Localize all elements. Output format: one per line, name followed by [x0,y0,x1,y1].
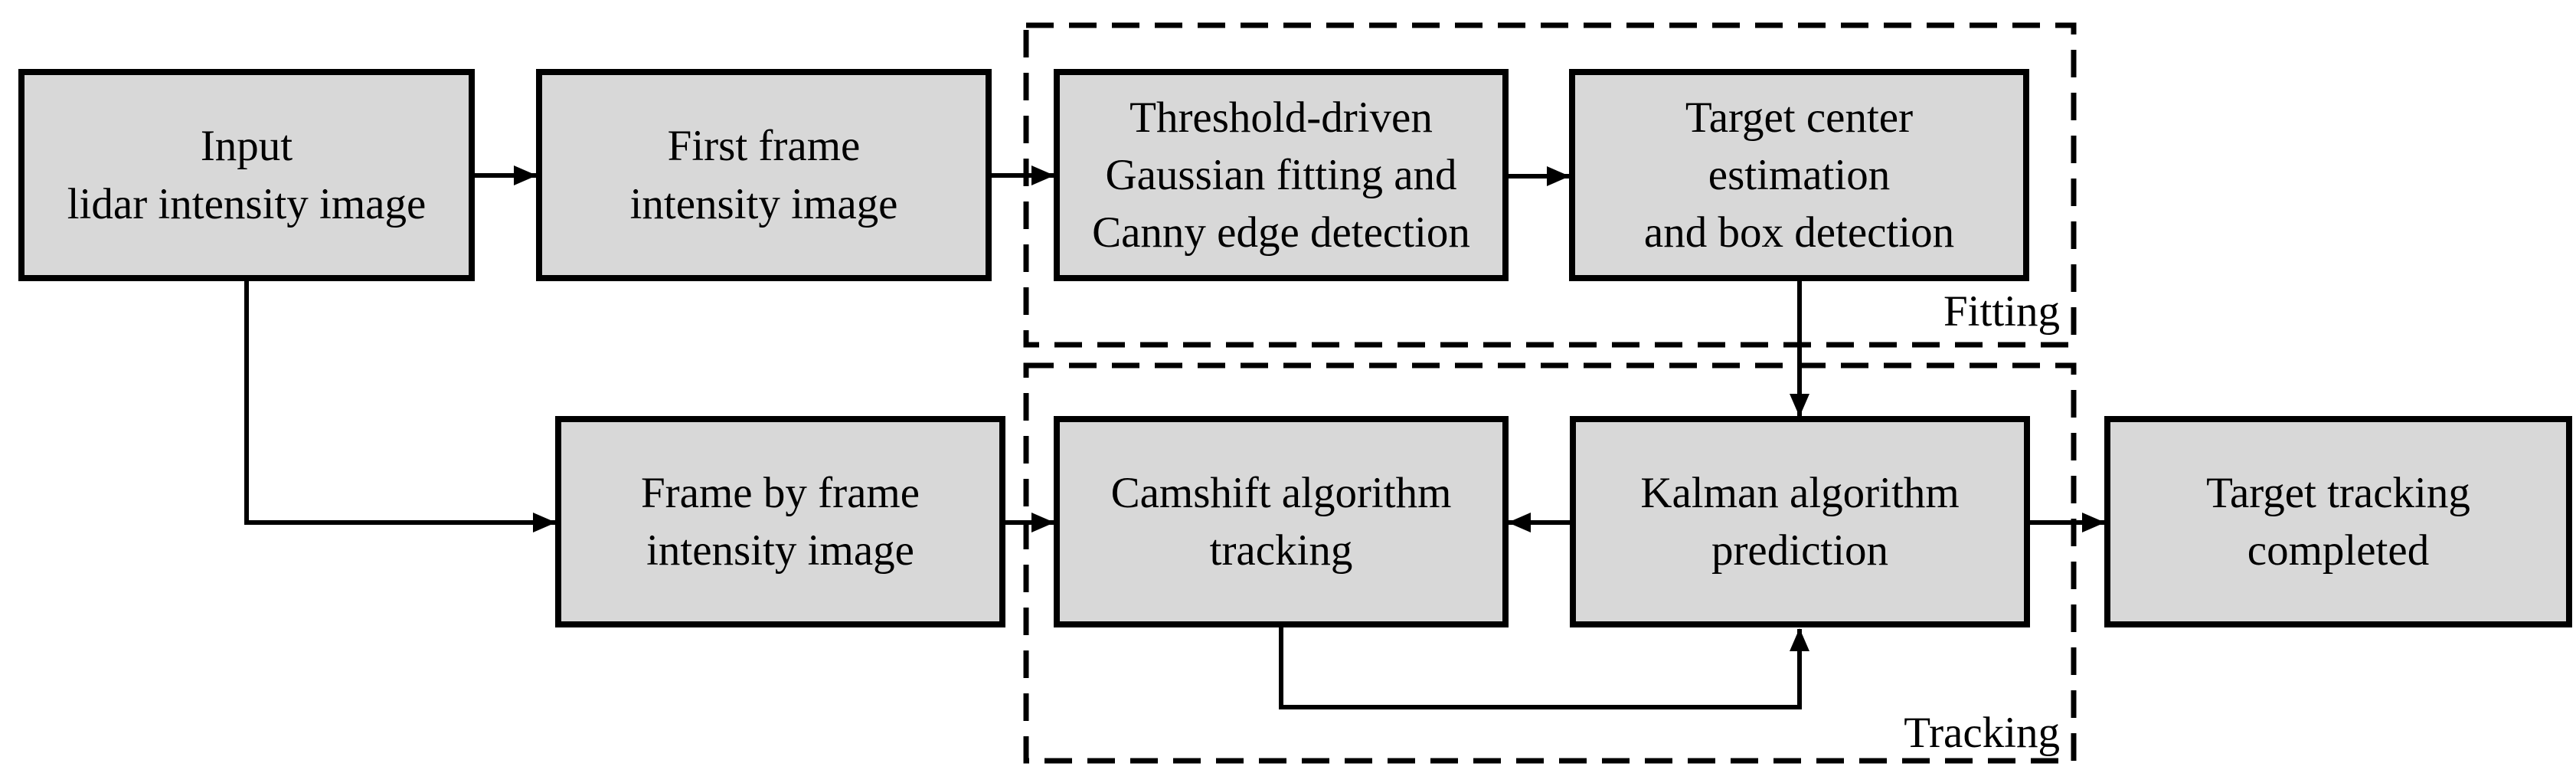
node-threshold-gaussian-canny: Threshold-driven Gaussian fitting and Ca… [1054,69,1509,281]
arrow-input-to-frame-by-frame [244,280,556,532]
tracking-group-frame [1023,362,2077,764]
tracking-group-label: Tracking [1904,709,2060,757]
node-target-tracking-completed: Target tracking completed [2104,416,2572,627]
fitting-group-frame [1023,22,2077,348]
fitting-group-label: Fitting [1943,287,2060,336]
node-first-frame-intensity-image: First frame intensity image [536,69,992,281]
node-target-center-estimation: Target center estimation and box detecti… [1569,69,2029,281]
arrow-camshift-feedback-to-kalman [1279,626,1809,709]
node-frame-by-frame-intensity-image: Frame by frame intensity image [555,416,1005,627]
node-camshift-algorithm-tracking: Camshift algorithm tracking [1054,416,1509,627]
node-input-lidar-intensity-image: Input lidar intensity image [18,69,475,281]
node-kalman-algorithm-prediction: Kalman algorithm prediction [1570,416,2030,627]
